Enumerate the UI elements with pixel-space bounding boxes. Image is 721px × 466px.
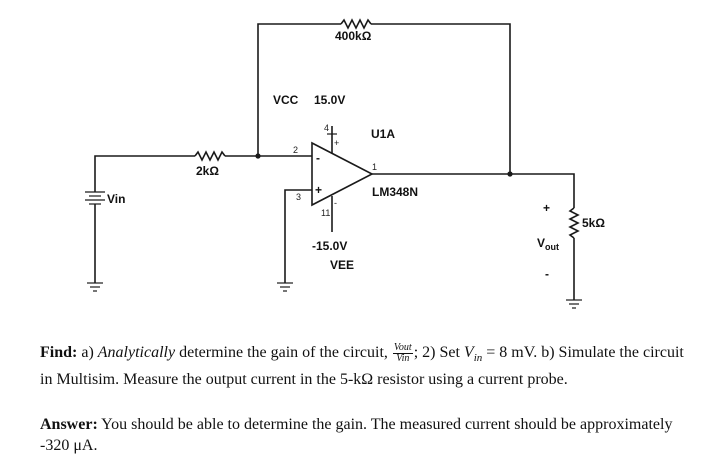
- input-resistor-label: 2kΩ: [196, 164, 219, 178]
- find-paragraph: Find: a) Analytically determine the gain…: [40, 342, 700, 390]
- inverting-node: [255, 153, 261, 159]
- vcc-value: 15.0V: [314, 93, 345, 107]
- opamp-pin-4: 4: [324, 123, 329, 133]
- output-wire: [372, 173, 575, 208]
- vin-symbol: Vin: [463, 344, 483, 365]
- opamp-pin-2: 2: [293, 145, 298, 155]
- answer-label: Answer:: [40, 416, 98, 433]
- opamp-pin-3: 3: [296, 192, 301, 202]
- load-resistor-symbol: [568, 207, 580, 239]
- find-a-pre: a): [81, 344, 94, 361]
- vout-plus: +: [543, 201, 550, 215]
- answer-body: You should be able to determine the gain…: [40, 416, 673, 454]
- opamp-refdes: U1A: [371, 127, 395, 141]
- vout-label: Vout: [537, 236, 559, 252]
- input-resistor-symbol: [194, 150, 226, 162]
- opamp-vminus-pin: -: [334, 198, 337, 208]
- answer-paragraph: Answer: You should be able to determine …: [40, 414, 700, 456]
- feedback-resistor-label: 400kΩ: [335, 29, 372, 43]
- fraction-numerator: Vout: [392, 341, 413, 354]
- ground-load-icon: [566, 299, 582, 309]
- find-label: Find:: [40, 344, 78, 361]
- opamp-minus-pin: -: [316, 151, 320, 165]
- vin-source-label: Vin: [107, 192, 125, 206]
- vee-value: -15.0V: [312, 239, 347, 253]
- noninverting-input-wire: [284, 189, 312, 283]
- opamp-plus-pin: +: [315, 183, 322, 197]
- feedback-wire: [257, 23, 511, 173]
- find-equation-text: = 8 mV. b) Simulate the circuit in Multi…: [40, 344, 684, 389]
- opamp-pin-1: 1: [372, 162, 377, 172]
- vee-label: VEE: [330, 258, 354, 272]
- fraction-denominator: Vin: [396, 352, 410, 364]
- output-node: [507, 171, 513, 177]
- ground-vin-icon: [87, 282, 103, 292]
- vout-minus: -: [545, 267, 549, 281]
- circuit-schematic: 400kΩ 2kΩ Vin -: [85, 18, 605, 309]
- opamp-part-number: LM348N: [372, 185, 418, 199]
- vcc-label: VCC: [273, 93, 299, 107]
- feedback-resistor-symbol: [340, 18, 372, 30]
- ground-opamp-icon: [277, 282, 293, 292]
- opamp-vplus-pin: +: [334, 138, 339, 148]
- opamp-symbol: [311, 141, 374, 207]
- find-a-post: determine the gain of the circuit,: [179, 344, 388, 361]
- load-resistor-label: 5kΩ: [582, 216, 605, 230]
- vin-source-symbol: [85, 180, 105, 283]
- input-wire: [94, 155, 195, 180]
- find-part-2: ; 2) Set: [413, 344, 460, 361]
- opamp-pin-11: 11: [321, 208, 330, 218]
- find-a-italic: Analytically: [97, 344, 176, 361]
